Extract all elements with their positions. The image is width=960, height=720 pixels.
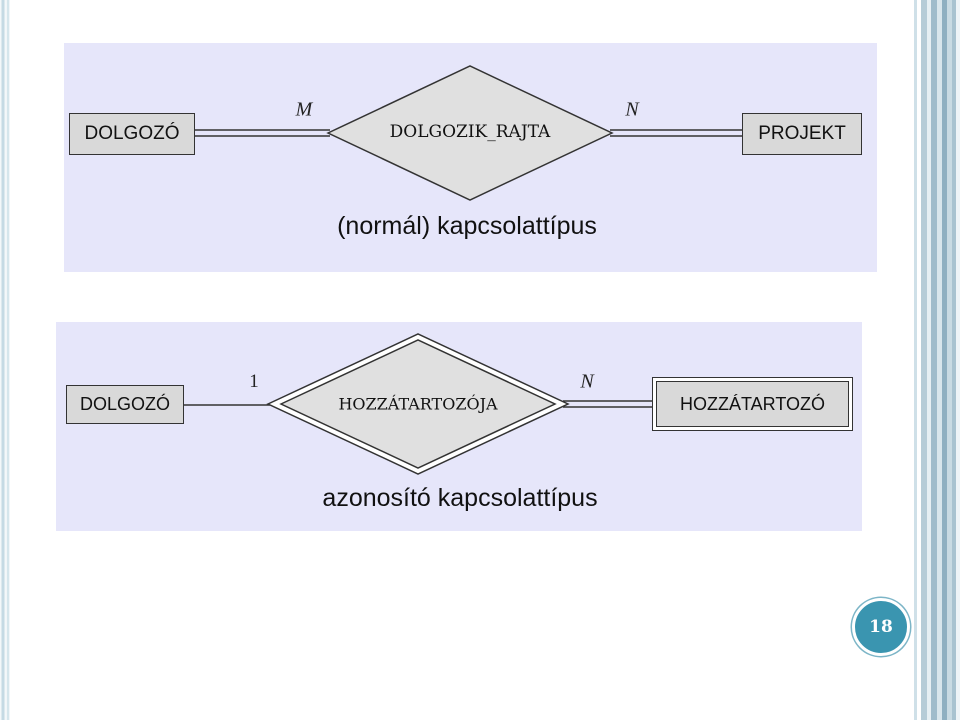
page-number-badge: 18 [852, 598, 910, 656]
relationship-label-hozzatartozoja: HOZZÁTARTOZÓJA [338, 394, 498, 414]
entity-dolgozo: DOLGOZÓ [69, 113, 195, 155]
cardinality-n-bottom: N [580, 370, 594, 393]
slide-border-right [910, 0, 960, 720]
cardinality-1: 1 [249, 371, 259, 392]
caption-identifying-relationship: azonosító kapcsolattípus [322, 484, 598, 512]
relationship-diamond-hozzatartozoja-inner [279, 339, 557, 469]
weak-entity-hozzatartozo-label: HOZZÁTARTOZÓ [656, 381, 849, 427]
cardinality-m: M [295, 98, 313, 121]
relationship-diamond-dolgozik-rajta [326, 65, 614, 201]
page-number: 18 [869, 617, 893, 637]
relationship-label-dolgozik-rajta: DOLGOZIK_RAJTA [389, 122, 551, 142]
entity-dolgozo-2: DOLGOZÓ [66, 385, 184, 424]
caption-normal-relationship: (normál) kapcsolattípus [337, 212, 597, 240]
cardinality-n-top: N [625, 98, 639, 121]
weak-entity-hozzatartozo: HOZZÁTARTOZÓ [652, 377, 853, 431]
entity-projekt: PROJEKT [742, 113, 862, 155]
slide-border-left [0, 0, 10, 720]
